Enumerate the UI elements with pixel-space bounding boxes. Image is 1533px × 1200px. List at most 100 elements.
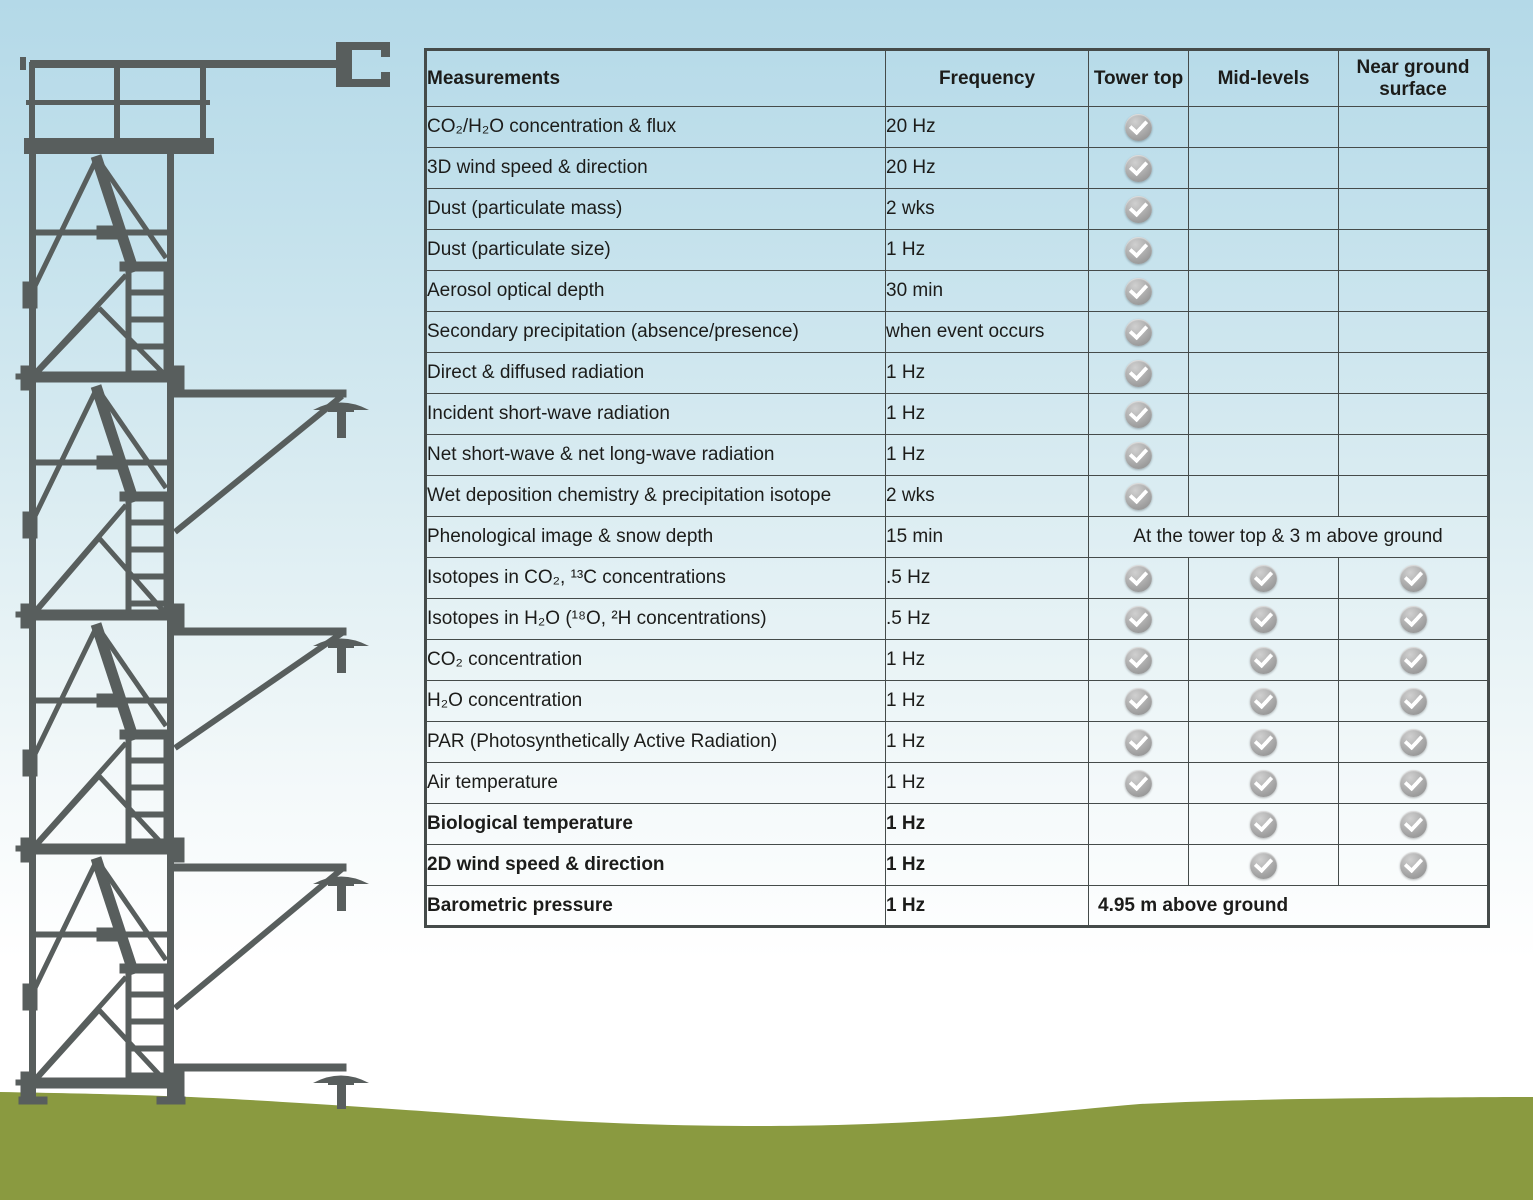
near-ground-cell: [1338, 598, 1489, 640]
near-ground-cell: [1338, 680, 1489, 722]
check-icon: [1250, 851, 1277, 879]
near-ground-cell: [1338, 106, 1489, 148]
near-ground-cell: [1338, 762, 1489, 804]
mid-levels-cell: [1188, 229, 1339, 271]
check-icon: [1399, 810, 1427, 838]
instrument-sensor-icon: [313, 1075, 369, 1109]
frequency-value: .5 Hz: [885, 557, 1089, 599]
check-icon: [1250, 646, 1277, 674]
table-row: Dust (particulate size)1 Hz: [425, 229, 1489, 271]
frequency-value: 1 Hz: [885, 885, 1089, 927]
measurement-label: Isotopes in CO₂, ¹³C concentrations: [425, 557, 886, 599]
header-measurements: Measurements: [425, 49, 886, 107]
header-frequency: Frequency: [885, 49, 1089, 107]
check-icon: [1399, 769, 1427, 797]
check-icon: [1125, 195, 1152, 223]
near-ground-cell: [1338, 721, 1489, 763]
mid-levels-cell: [1188, 106, 1339, 148]
mid-levels-cell: [1188, 803, 1339, 845]
measurement-label: PAR (Photosynthetically Active Radiation…: [425, 721, 886, 763]
header-near-ground: Near ground surface: [1338, 49, 1489, 107]
measurement-label: Secondary precipitation (absence/presenc…: [425, 311, 886, 353]
check-icon: [1125, 359, 1152, 387]
frequency-value: 1 Hz: [885, 639, 1089, 681]
mid-levels-cell: [1188, 434, 1339, 476]
mid-levels-cell: [1188, 844, 1339, 886]
measurement-label: CO₂/H₂O concentration & flux: [425, 106, 886, 148]
frequency-value: 1 Hz: [885, 229, 1089, 271]
measurement-label: Dust (particulate mass): [425, 188, 886, 230]
check-icon: [1125, 482, 1152, 510]
check-icon: [1399, 851, 1427, 879]
mid-levels-cell: [1188, 188, 1339, 230]
check-icon: [1250, 564, 1277, 592]
near-ground-cell: [1338, 639, 1489, 681]
location-note: At the tower top & 3 m above ground: [1088, 516, 1489, 558]
measurement-label: Isotopes in H₂O (¹⁸O, ²H concentrations): [425, 598, 886, 640]
frequency-value: 20 Hz: [885, 106, 1089, 148]
check-icon: [1399, 728, 1427, 756]
check-icon: [1125, 646, 1152, 674]
table-row: Isotopes in H₂O (¹⁸O, ²H concentrations)…: [425, 598, 1489, 640]
check-icon: [1125, 113, 1152, 141]
check-icon: [1125, 441, 1152, 469]
measurement-label: Wet deposition chemistry & precipitation…: [425, 475, 886, 517]
instrument-boom: [173, 1063, 369, 1109]
mid-levels-cell: [1188, 352, 1339, 394]
mid-levels-cell: [1188, 147, 1339, 189]
instrument-boom: [173, 389, 369, 535]
check-icon: [1125, 769, 1152, 797]
check-icon: [1125, 400, 1152, 428]
tower-top-cell: [1088, 639, 1189, 681]
frequency-value: 1 Hz: [885, 352, 1089, 394]
tower-top-cell: [1088, 844, 1189, 886]
table-row: Wet deposition chemistry & precipitation…: [425, 475, 1489, 517]
near-ground-cell: [1338, 557, 1489, 599]
check-icon: [1125, 236, 1152, 264]
frequency-value: 30 min: [885, 270, 1089, 312]
frequency-value: 20 Hz: [885, 147, 1089, 189]
tower-top-cell: [1088, 106, 1189, 148]
near-ground-cell: [1338, 803, 1489, 845]
ground-hill: [0, 1092, 1533, 1200]
measurement-label: 2D wind speed & direction: [425, 844, 886, 886]
check-icon: [1125, 318, 1152, 346]
tower-top-cell: [1088, 147, 1189, 189]
frequency-value: 1 Hz: [885, 762, 1089, 804]
near-ground-cell: [1338, 352, 1489, 394]
frequency-value: 15 min: [885, 516, 1089, 558]
measurement-label: Aerosol optical depth: [425, 270, 886, 312]
hill-shape: [0, 1092, 1533, 1200]
tower-top-cell: [1088, 434, 1189, 476]
frequency-value: 1 Hz: [885, 721, 1089, 763]
tower-top-cell: [1088, 188, 1189, 230]
frequency-value: 1 Hz: [885, 434, 1089, 476]
near-ground-cell: [1338, 229, 1489, 271]
frequency-value: 2 wks: [885, 475, 1089, 517]
frequency-value: .5 Hz: [885, 598, 1089, 640]
mid-levels-cell: [1188, 311, 1339, 353]
near-ground-cell: [1338, 147, 1489, 189]
tower-illustration: [15, 42, 390, 1109]
frequency-value: 1 Hz: [885, 393, 1089, 435]
tower-top-cell: [1088, 475, 1189, 517]
mid-levels-cell: [1188, 598, 1339, 640]
mid-levels-cell: [1188, 639, 1339, 681]
check-icon: [1125, 154, 1152, 182]
tower-top-cell: [1088, 270, 1189, 312]
tower-top-cell: [1088, 311, 1189, 353]
tower-top-cell: [1088, 803, 1189, 845]
instrument-sensor-icon: [313, 402, 369, 438]
table-row: PAR (Photosynthetically Active Radiation…: [425, 721, 1489, 763]
measurement-label: Direct & diffused radiation: [425, 352, 886, 394]
check-icon: [1125, 728, 1152, 756]
frequency-value: 1 Hz: [885, 680, 1089, 722]
